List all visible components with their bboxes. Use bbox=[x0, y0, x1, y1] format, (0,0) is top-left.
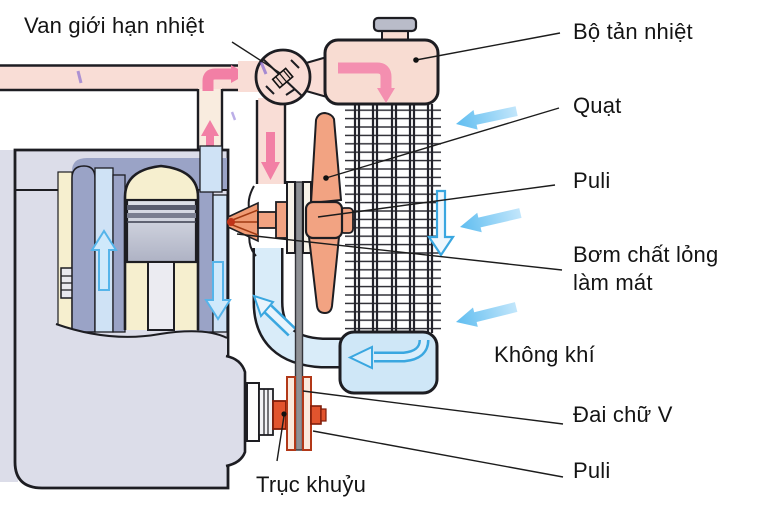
label-fan: Quạt bbox=[573, 93, 622, 118]
air-flow-arrow bbox=[456, 106, 518, 130]
print-speck bbox=[76, 70, 83, 84]
leader-crankshaft bbox=[276, 415, 285, 462]
label-fan-pulley: Puli bbox=[573, 168, 611, 193]
piston bbox=[125, 198, 198, 264]
v-belt bbox=[294, 181, 304, 451]
pump-hub-dot bbox=[227, 218, 235, 226]
print-speck bbox=[259, 61, 268, 75]
coolant-pump bbox=[227, 184, 289, 257]
crank-collar bbox=[246, 382, 260, 442]
cold-coolant-arrow-tank bbox=[347, 339, 430, 370]
hot-coolant-arrow-tank bbox=[338, 62, 392, 88]
cylinder-wall-left bbox=[112, 174, 126, 333]
connecting-rod bbox=[147, 261, 175, 331]
label-air: Không khí bbox=[494, 342, 595, 367]
leader-dots bbox=[281, 57, 419, 417]
leader-vbelt bbox=[302, 390, 564, 425]
leader-fan-pulley bbox=[317, 184, 556, 218]
fan bbox=[304, 111, 354, 315]
label-crankshaft: Trục khuỷu bbox=[256, 472, 367, 497]
fan-blade-bottom bbox=[307, 236, 341, 315]
coolant-pocket-head bbox=[199, 145, 223, 193]
air-flow-arrow bbox=[456, 302, 518, 327]
crank-pulley-flange-left bbox=[286, 376, 296, 451]
leader-radiator bbox=[415, 32, 561, 61]
engine-block bbox=[0, 145, 232, 490]
print-speck bbox=[230, 111, 237, 121]
leader-crank-pulley bbox=[312, 430, 564, 478]
coolant-down-arrow bbox=[204, 261, 232, 321]
leader-pump bbox=[236, 233, 563, 271]
crankcase-line bbox=[55, 323, 228, 339]
hot-coolant-arrow-down bbox=[261, 132, 280, 180]
coolant-up-arrow bbox=[90, 229, 118, 291]
crankshaft-assembly bbox=[246, 376, 327, 451]
leader-thermostat bbox=[231, 41, 281, 74]
pump-shaft bbox=[257, 211, 277, 229]
label-coolant-pump: Bơm chất lỏng làm mát bbox=[573, 242, 719, 296]
radiator-bottom-tank bbox=[338, 330, 439, 395]
fan-blade-top bbox=[309, 111, 343, 205]
thermostat-poppet bbox=[271, 67, 294, 89]
cold-coolant-arrow-upleft bbox=[252, 294, 297, 337]
air-flow-arrow bbox=[460, 208, 522, 233]
label-crank-pulley: Puli bbox=[573, 458, 611, 483]
thermostat-valve bbox=[238, 48, 312, 106]
leader-lines bbox=[231, 32, 564, 478]
radiator-core bbox=[345, 104, 441, 333]
crank-pulley-flange-right bbox=[302, 376, 312, 451]
label-radiator: Bộ tản nhiệt bbox=[573, 19, 693, 44]
radiator-top-tank bbox=[323, 38, 440, 106]
crankcase-fill bbox=[56, 324, 227, 362]
crankshaft-boss bbox=[225, 354, 247, 468]
lifter-valley bbox=[57, 171, 73, 331]
coolant-down-arrow-core bbox=[426, 189, 456, 257]
crank-rings bbox=[258, 388, 274, 436]
label-thermostat-valve: Van giới hạn nhiệt bbox=[24, 13, 205, 38]
label-v-belt: Đai chữ V bbox=[573, 402, 673, 427]
fan-hub bbox=[304, 200, 344, 240]
cylinder-wall-right bbox=[197, 189, 214, 333]
radiator-tubes bbox=[353, 104, 434, 333]
leader-fan bbox=[325, 107, 560, 179]
crank-bolt bbox=[310, 405, 322, 425]
